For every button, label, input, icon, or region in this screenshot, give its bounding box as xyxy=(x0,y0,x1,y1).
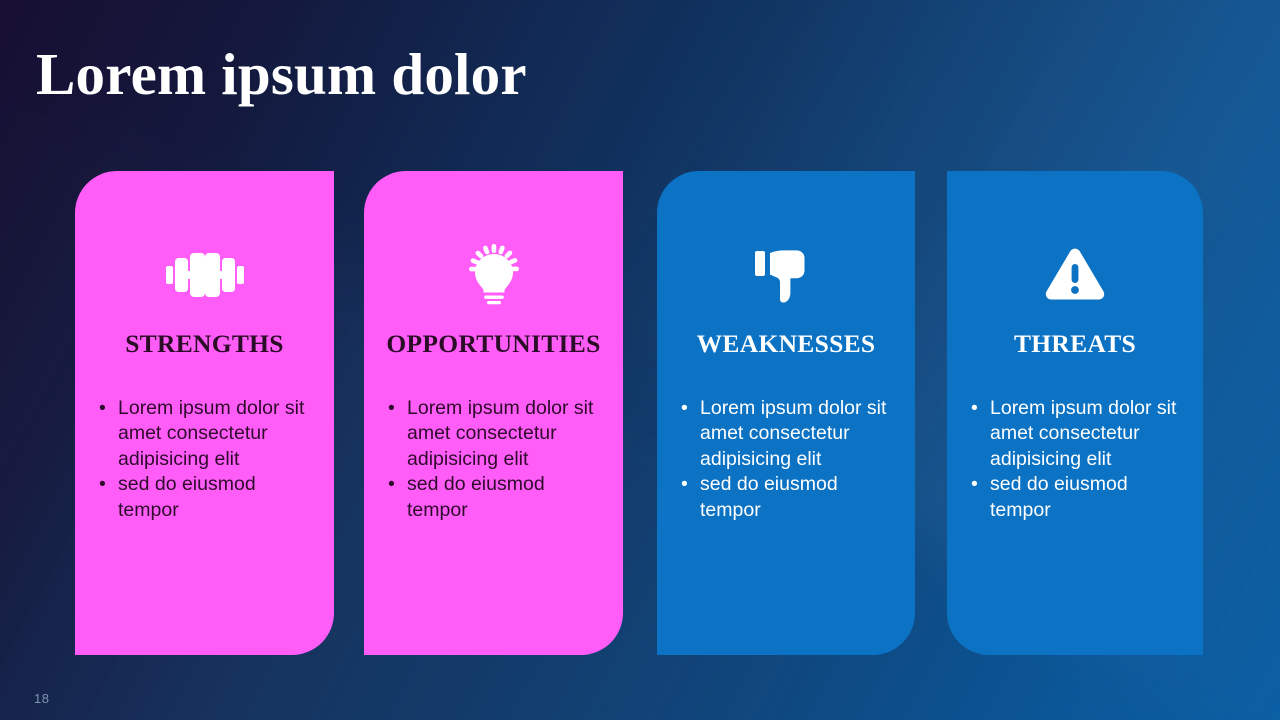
card-weaknesses[interactable]: WEAKNESSES • Lorem ipsum dolor sit amet c… xyxy=(657,171,915,655)
warning-triangle-icon xyxy=(1032,244,1118,306)
card-title-threats: THREATS xyxy=(1013,329,1137,358)
page-number: 18 xyxy=(34,691,50,706)
bullet-dot: • xyxy=(681,473,688,496)
page-title: Lorem ipsum dolor xyxy=(36,41,527,107)
bullet-dot: • xyxy=(99,473,106,496)
bullet-text: Lorem ipsum dolor sit amet consectetur a… xyxy=(700,396,887,470)
bullet-list-strengths: • Lorem ipsum dolor sit amet consectetur … xyxy=(75,396,334,524)
bullet-text: sed do eiusmod tempor xyxy=(700,473,838,521)
lightbulb-icon xyxy=(451,244,537,306)
list-item: • sed do eiusmod tempor xyxy=(96,472,320,523)
card-threats[interactable]: THREATS • Lorem ipsum dolor sit amet cons… xyxy=(947,171,1203,655)
thumbs-down-icon xyxy=(743,244,829,306)
list-item: • Lorem ipsum dolor sit amet consectetur … xyxy=(96,396,320,473)
bullet-list-weaknesses: • Lorem ipsum dolor sit amet consectetur … xyxy=(657,396,915,524)
list-item: • Lorem ipsum dolor sit amet consectetur … xyxy=(678,396,901,473)
bullet-dot: • xyxy=(99,396,106,419)
card-strengths[interactable]: STRENGTHS • Lorem ipsum dolor sit amet co… xyxy=(75,171,334,655)
list-item: • sed do eiusmod tempor xyxy=(968,472,1189,523)
card-opportunities[interactable]: OPPORTUNITIES • Lorem ipsum dolor sit ame… xyxy=(364,171,623,655)
bullet-text: sed do eiusmod tempor xyxy=(407,473,545,521)
list-item: • sed do eiusmod tempor xyxy=(385,472,609,523)
list-item: • Lorem ipsum dolor sit amet consectetur … xyxy=(968,396,1189,473)
list-item: • Lorem ipsum dolor sit amet consectetur … xyxy=(385,396,609,473)
list-item: • sed do eiusmod tempor xyxy=(678,472,901,523)
bullet-text: Lorem ipsum dolor sit amet consectetur a… xyxy=(407,396,594,470)
bullet-list-threats: • Lorem ipsum dolor sit amet consectetur … xyxy=(947,396,1203,524)
card-title-weaknesses: WEAKNESSES xyxy=(696,329,876,358)
bullet-dot: • xyxy=(971,473,978,496)
dumbbell-icon xyxy=(162,244,248,306)
bullet-dot: • xyxy=(971,396,978,419)
card-title-opportunities: OPPORTUNITIES xyxy=(386,329,601,358)
bullet-dot: • xyxy=(388,473,395,496)
card-title-strengths: STRENGTHS xyxy=(125,329,284,358)
bullet-dot: • xyxy=(681,396,688,419)
bullet-text: Lorem ipsum dolor sit amet consectetur a… xyxy=(990,396,1177,470)
bullet-text: sed do eiusmod tempor xyxy=(990,473,1128,521)
bullet-text: Lorem ipsum dolor sit amet consectetur a… xyxy=(118,396,305,470)
bullet-text: sed do eiusmod tempor xyxy=(118,473,256,521)
bullet-list-opportunities: • Lorem ipsum dolor sit amet consectetur … xyxy=(364,396,623,524)
bullet-dot: • xyxy=(388,396,395,419)
